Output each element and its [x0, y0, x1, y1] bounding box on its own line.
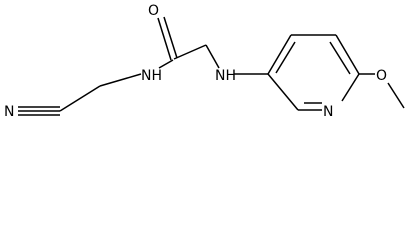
ring-bond-3 — [335, 34, 360, 75]
bond-carbonyl-double-1 — [157, 17, 172, 61]
molecule-drawing: N O NH NH N O — [4, 3, 405, 120]
atom-label-methoxy-o: O — [376, 68, 387, 84]
bond-c-c-1 — [59, 85, 101, 112]
pyridine-ring — [267, 34, 360, 111]
bond-carbonyl-ch2 — [173, 44, 207, 60]
atom-label-amine-nh: NH — [215, 68, 236, 84]
bond-carbonyl-double-2 — [163, 16, 178, 59]
bond-c-c-2 — [99, 73, 142, 87]
ring-double-1 — [275, 41, 296, 74]
nitrile-group — [18, 106, 60, 116]
ring-double-2 — [329, 41, 351, 75]
chemical-structure-canvas: N O NH NH N O — [4, 3, 405, 120]
ring-bond-6 — [267, 73, 299, 111]
bond-ch2-nh — [205, 44, 220, 69]
bond-methoxy-ch3 — [387, 82, 405, 109]
ring-bond-1 — [267, 34, 292, 75]
atom-label-nitrile-n: N — [4, 104, 14, 120]
atom-label-amide-o: O — [148, 3, 159, 19]
atom-label-amide-nh: NH — [141, 68, 162, 84]
bond-n-carbonyl — [158, 59, 174, 69]
ring-bond-4 — [341, 73, 360, 102]
atom-label-pyridine-n: N — [323, 104, 333, 120]
